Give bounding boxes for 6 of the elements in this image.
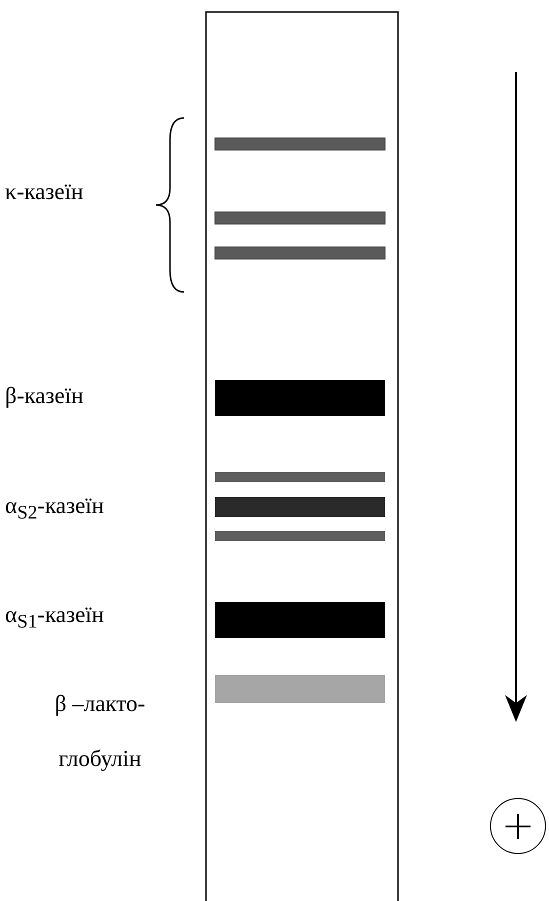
band-label: κ-казеїн	[5, 178, 84, 206]
band-label: β-казеїн	[5, 382, 84, 410]
band-label: β –лакто- глобулін	[54, 690, 146, 774]
anode-circle: +	[490, 798, 546, 854]
band-label: α$_{S1}$-казеїн	[5, 601, 105, 635]
band-label: α$_{S2}$-казеїн	[5, 492, 105, 526]
